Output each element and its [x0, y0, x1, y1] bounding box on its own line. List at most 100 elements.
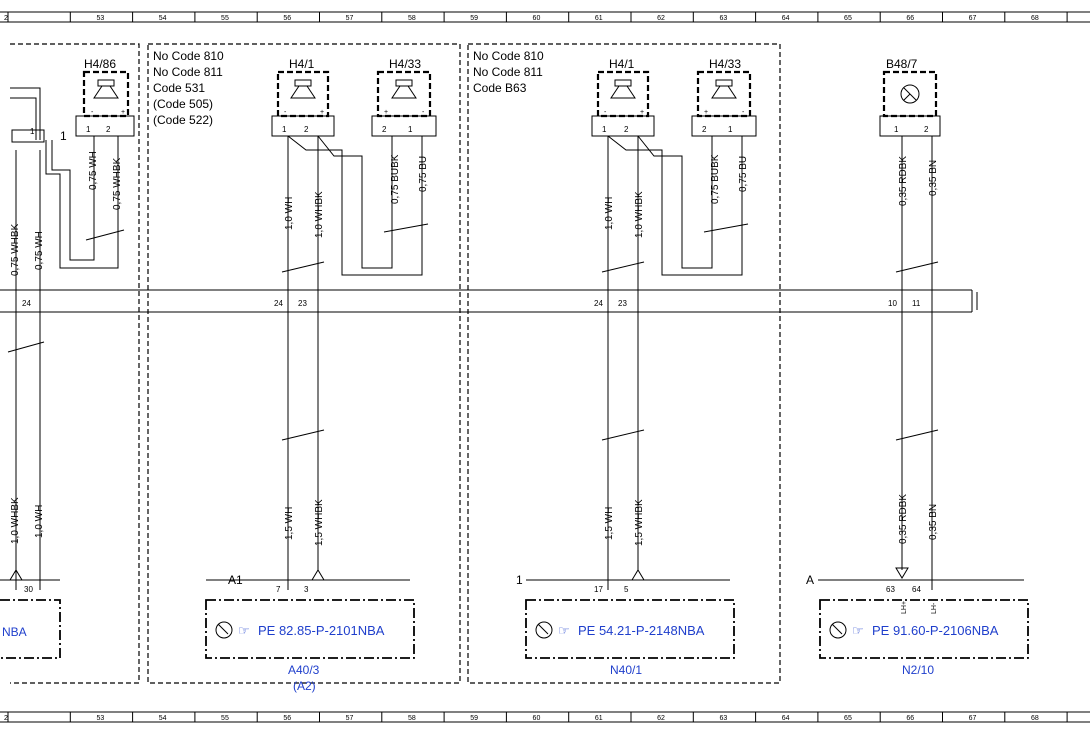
svg-text:2: 2 [304, 125, 309, 134]
sensor-icon [829, 621, 847, 639]
svg-text:0,75 BU: 0,75 BU [418, 156, 429, 192]
component-h4-1-a[interactable]: H4/1 - + 1 2 [271, 57, 335, 137]
svg-text:3: 3 [304, 585, 309, 594]
component-b48-7[interactable]: B48/7 1 2 [879, 57, 941, 137]
top-ruler-cell: 55 [221, 15, 229, 22]
sensor-icon [900, 84, 920, 104]
svg-text:0,35 BN: 0,35 BN [928, 160, 939, 196]
svg-text:+: + [704, 109, 708, 116]
component-h4-33-a[interactable]: H4/33 + - 2 1 [371, 57, 437, 137]
module-ref-link[interactable]: PE 82.85-P-2101NBA [258, 623, 385, 638]
twist-marks [7, 223, 939, 441]
bottom-ruler-cell: 65 [844, 715, 852, 722]
svg-text:2: 2 [702, 125, 707, 134]
svg-text:1,5 WH: 1,5 WH [284, 507, 295, 540]
top-ruler-cell: 54 [159, 15, 167, 22]
svg-text:23: 23 [298, 299, 307, 308]
bottom-ruler-cell: 58 [408, 715, 416, 722]
component-label: H4/86 [84, 57, 116, 71]
component-label: H4/33 [389, 57, 421, 71]
bottom-ruler-cell: 2 [4, 715, 8, 722]
ref-pointer-icon: ☞ [238, 623, 250, 638]
code-note: Code B63 [473, 81, 527, 95]
top-ruler-cell: 53 [96, 15, 104, 22]
module-name: N40/1 [610, 663, 642, 677]
pin-number: 1 [30, 127, 35, 136]
svg-text:1: 1 [282, 125, 287, 134]
component-label: H4/33 [709, 57, 741, 71]
svg-text:-: - [742, 109, 745, 116]
svg-text:63: 63 [886, 585, 895, 594]
module-a40-3[interactable]: A1 7 3 ☞ PE 82.85-P-2101NBA A40/3 (A2) [205, 569, 415, 693]
svg-text:1,5 WHBK: 1,5 WHBK [314, 499, 325, 546]
svg-text:LH+: LH+ [901, 601, 908, 614]
connector-band [0, 289, 978, 313]
bottom-ruler-cell: 59 [470, 715, 478, 722]
group-codes-2: No Code 810 No Code 811 Code B63 [473, 49, 544, 95]
top-ruler-cell: 63 [719, 15, 727, 22]
top-ruler-cell: 64 [782, 15, 790, 22]
component-label: H4/1 [289, 57, 315, 71]
speaker-icon [93, 79, 119, 99]
ref-pointer-icon: ☞ [852, 623, 864, 638]
svg-text:1: 1 [516, 573, 523, 587]
bottom-ruler-cell: 67 [969, 715, 977, 722]
svg-text:2: 2 [624, 125, 629, 134]
module-ref-link[interactable]: PE 54.21-P-2148NBA [578, 623, 705, 638]
svg-text:2: 2 [106, 125, 111, 134]
svg-text:0,75 BU: 0,75 BU [738, 156, 749, 192]
component-h4-1-b[interactable]: H4/1 - + 1 2 [591, 57, 655, 137]
bottom-ruler-cell: 54 [159, 715, 167, 722]
speaker-icon [290, 79, 316, 99]
component-label: H4/1 [609, 57, 635, 71]
svg-text:11: 11 [912, 299, 921, 308]
svg-text:1: 1 [894, 125, 899, 134]
svg-text:+: + [320, 109, 324, 116]
svg-text:10: 10 [888, 299, 897, 308]
svg-text:-: - [422, 109, 425, 116]
svg-text:1: 1 [408, 125, 413, 134]
svg-text:0,75 WH: 0,75 WH [34, 231, 45, 270]
wires [10, 87, 933, 590]
module-alt-name: (A2) [293, 679, 316, 693]
wire-labels-upper: 0,75 WH 0,75 WHBK 0,75 WHBK 0,75 WH 1,0 … [10, 151, 939, 276]
top-ruler-cell: 2 [4, 15, 8, 22]
code-note: No Code 810 [153, 49, 224, 63]
bottom-ruler-cell: 61 [595, 715, 603, 722]
svg-text:0,75 WHBK: 0,75 WHBK [112, 157, 123, 210]
svg-text:24: 24 [22, 299, 31, 308]
group-frame-left [10, 43, 140, 684]
code-note: No Code 811 [473, 65, 543, 79]
top-ruler-cell: 61 [595, 15, 603, 22]
svg-text:0,75 BUBK: 0,75 BUBK [710, 154, 721, 204]
module-n40-1[interactable]: 1 17 5 ☞ PE 54.21-P-2148NBA N40/1 [516, 569, 735, 677]
svg-text:-: - [91, 109, 94, 116]
module-n2-10[interactable]: A 63 64 LH+ LH- ☞ PE 91.60-P-2106NBA N2/… [806, 567, 1029, 677]
bottom-ruler-cell: 60 [533, 715, 541, 722]
top-ruler-cell: 68 [1031, 15, 1039, 22]
svg-text:24: 24 [594, 299, 603, 308]
svg-text:-: - [284, 109, 287, 116]
bottom-ruler [0, 711, 1090, 723]
module-ref-link[interactable]: PE 91.60-P-2106NBA [872, 623, 999, 638]
pin-number: 1 [60, 129, 67, 143]
speaker-icon [711, 79, 737, 99]
top-ruler-cell: 66 [906, 15, 914, 22]
svg-text:+: + [121, 109, 125, 116]
code-note: No Code 810 [473, 49, 544, 63]
speaker-icon [610, 79, 636, 99]
svg-text:1,5 WHBK: 1,5 WHBK [634, 499, 645, 546]
speaker-icon [391, 79, 417, 99]
svg-text:1,0 WHBK: 1,0 WHBK [314, 191, 325, 238]
component-h4-86[interactable]: H4/86 - + 1 2 [75, 57, 135, 137]
module-left[interactable]: 30 NBA [0, 569, 61, 659]
module-ref-link[interactable]: NBA [2, 625, 27, 639]
svg-text:1: 1 [602, 125, 607, 134]
module-name: N2/10 [902, 663, 934, 677]
wire-labels-lower: 1,0 WHBK 1,0 WH 1,5 WH 1,5 WHBK 1,5 WH 1… [10, 494, 939, 546]
component-h4-33-b[interactable]: H4/33 + - 2 1 [691, 57, 757, 137]
svg-text:7: 7 [276, 585, 281, 594]
group-frame-n40 [467, 43, 781, 684]
svg-text:1: 1 [728, 125, 733, 134]
